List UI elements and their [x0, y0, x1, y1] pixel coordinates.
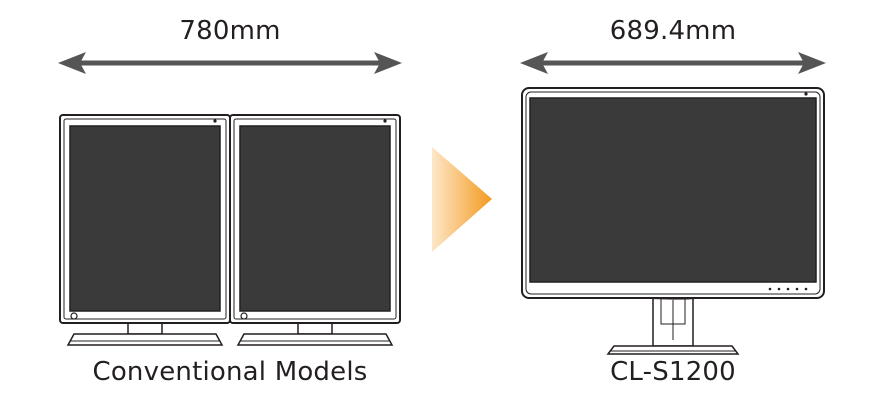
left-double-arrow-icon [58, 52, 402, 74]
monitor-stand [66, 321, 224, 346]
conventional-monitor-left [59, 114, 231, 346]
cl-s1200-monitor [521, 87, 825, 355]
right-double-arrow-icon [520, 52, 826, 74]
transition-arrow-icon [432, 147, 492, 252]
cl-s1200-caption: CL-S1200 [610, 357, 736, 387]
conventional-models-caption: Conventional Models [92, 357, 368, 387]
monitor-stand [606, 297, 740, 355]
right-width-label: 689.4mm [609, 16, 737, 46]
front-buttons [768, 287, 808, 291]
left-width-label: 780mm [179, 16, 281, 46]
monitor-stand [236, 321, 394, 346]
conventional-monitor-right [229, 114, 401, 346]
